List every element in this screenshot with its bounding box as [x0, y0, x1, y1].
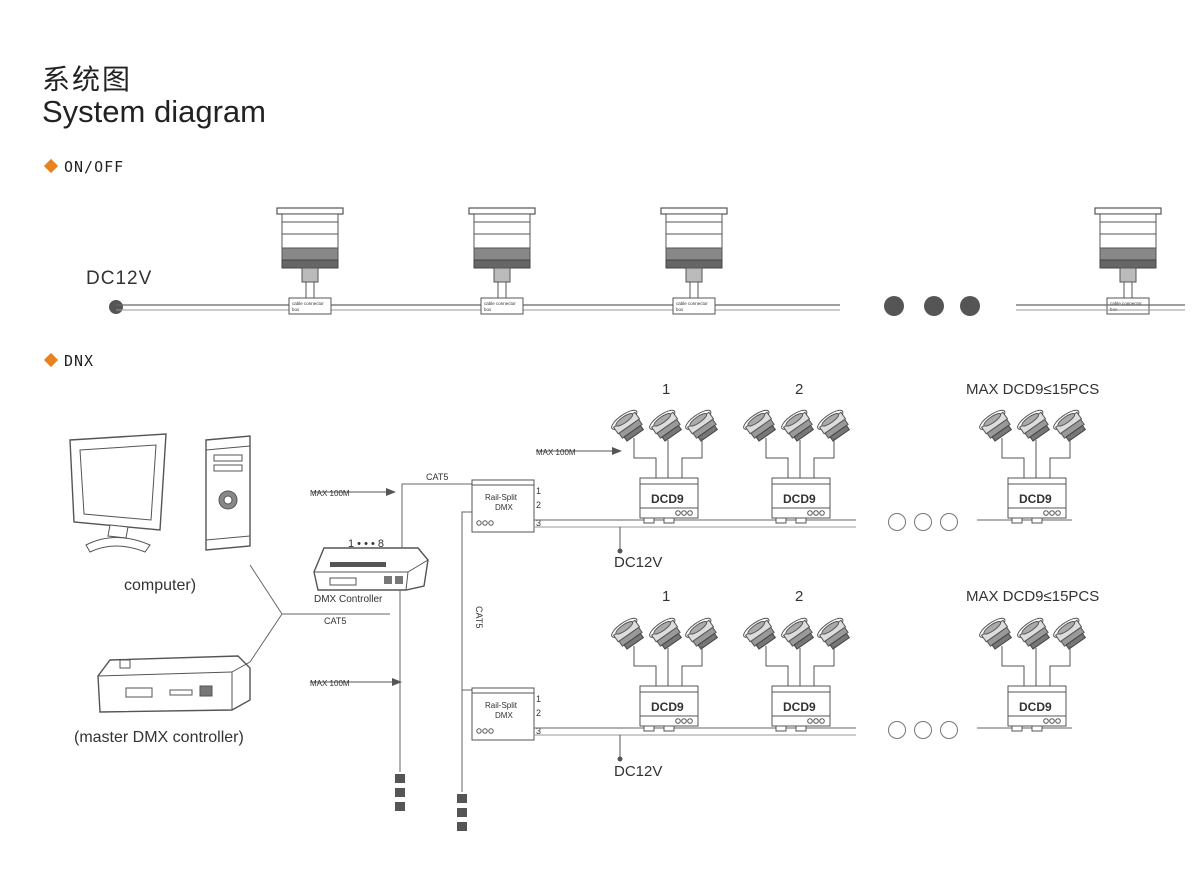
ellipsis-dot — [888, 721, 906, 739]
svg-text:3: 3 — [536, 726, 541, 736]
ellipsis-dot — [914, 721, 932, 739]
connector-box — [1106, 297, 1150, 315]
onoff-diagram: DC12V — [86, 207, 1185, 316]
dcd9-label: DCD9 — [1019, 492, 1052, 506]
dmx-diagram: computer) (master DMX controller) CAT5 — [69, 381, 1099, 831]
ellipsis-dot — [888, 513, 906, 531]
svg-text:1: 1 — [536, 486, 541, 496]
dcd9-label: DCD9 — [783, 700, 816, 714]
group-1-label: 1 — [662, 588, 670, 605]
dcd9-label: DCD9 — [1019, 700, 1052, 714]
terminator-block — [395, 774, 405, 783]
computer-tower-icon — [205, 435, 251, 551]
terminator-block — [395, 802, 405, 811]
page-title: System diagram — [42, 94, 266, 129]
max-group-label: MAX DCD9≤15PCS — [966, 588, 1099, 605]
onoff-fixture — [276, 207, 344, 299]
connector-box — [480, 297, 524, 315]
dcd9-label: DCD9 — [651, 700, 684, 714]
connector-box — [672, 297, 716, 315]
dmx-controller-icon — [313, 547, 429, 591]
rail-split-box: Rail-Split DMX 1 2 3 — [471, 479, 541, 533]
dcd9-label: DCD9 — [651, 492, 684, 506]
master-controller-icon — [97, 655, 251, 713]
max-100m-label: MAX 100M — [310, 489, 350, 498]
terminator-block — [457, 808, 467, 817]
ellipsis-dot — [940, 513, 958, 531]
terminator-block — [457, 794, 467, 803]
monitor-icon — [69, 433, 167, 553]
dcd9-label: DCD9 — [783, 492, 816, 506]
terminator-block — [395, 788, 405, 797]
cat5-label: CAT5 — [324, 616, 346, 626]
rail-split-box: Rail-Split DMX 1 2 3 — [471, 687, 541, 741]
cat5-label: CAT5 — [426, 472, 448, 482]
power-source-dot — [109, 300, 123, 314]
ellipsis-dot — [884, 296, 904, 316]
section-dmx-label: DNX — [64, 352, 95, 370]
ellipsis-dot — [914, 513, 932, 531]
svg-text:DMX: DMX — [495, 711, 513, 720]
ellipsis-dot — [924, 296, 944, 316]
onoff-fixture — [660, 207, 728, 299]
onoff-power-label: DC12V — [86, 268, 152, 289]
svg-text:2: 2 — [536, 500, 541, 510]
group-2-label: 2 — [795, 381, 803, 398]
section-onoff-heading: ON/OFF — [43, 158, 125, 176]
svg-text:3: 3 — [536, 518, 541, 528]
page-title-cn: 系统图 — [42, 63, 133, 96]
max-100m-label: MAX 100M — [310, 679, 350, 688]
group-1-label: 1 — [662, 381, 670, 398]
master-controller-label: (master DMX controller) — [74, 729, 244, 746]
section-onoff-label: ON/OFF — [64, 158, 125, 176]
ellipsis-dot — [940, 721, 958, 739]
connector-box — [288, 297, 332, 315]
dmx-power-label: DC12V — [614, 763, 662, 780]
computer-label: computer) — [124, 577, 196, 594]
dmx-power-label: DC12V — [614, 554, 662, 571]
group-2-label: 2 — [795, 588, 803, 605]
section-dmx-heading: DNX — [43, 352, 95, 370]
svg-text:2: 2 — [536, 708, 541, 718]
ellipsis-dot — [960, 296, 980, 316]
svg-text:1: 1 — [536, 694, 541, 704]
svg-text:DMX: DMX — [495, 503, 513, 512]
svg-text:Rail-Split: Rail-Split — [485, 701, 518, 710]
controller-ports-label: 1 • • • 8 — [348, 538, 384, 550]
dmx-controller-label: DMX Controller — [314, 594, 383, 605]
max-100m-label: MAX 100M — [536, 448, 576, 457]
onoff-fixture — [1094, 207, 1162, 299]
max-group-label: MAX DCD9≤15PCS — [966, 381, 1099, 398]
cat5-vertical-label: CAT5 — [474, 606, 484, 628]
svg-text:Rail-Split: Rail-Split — [485, 493, 518, 502]
onoff-fixture — [468, 207, 536, 299]
terminator-block — [457, 822, 467, 831]
